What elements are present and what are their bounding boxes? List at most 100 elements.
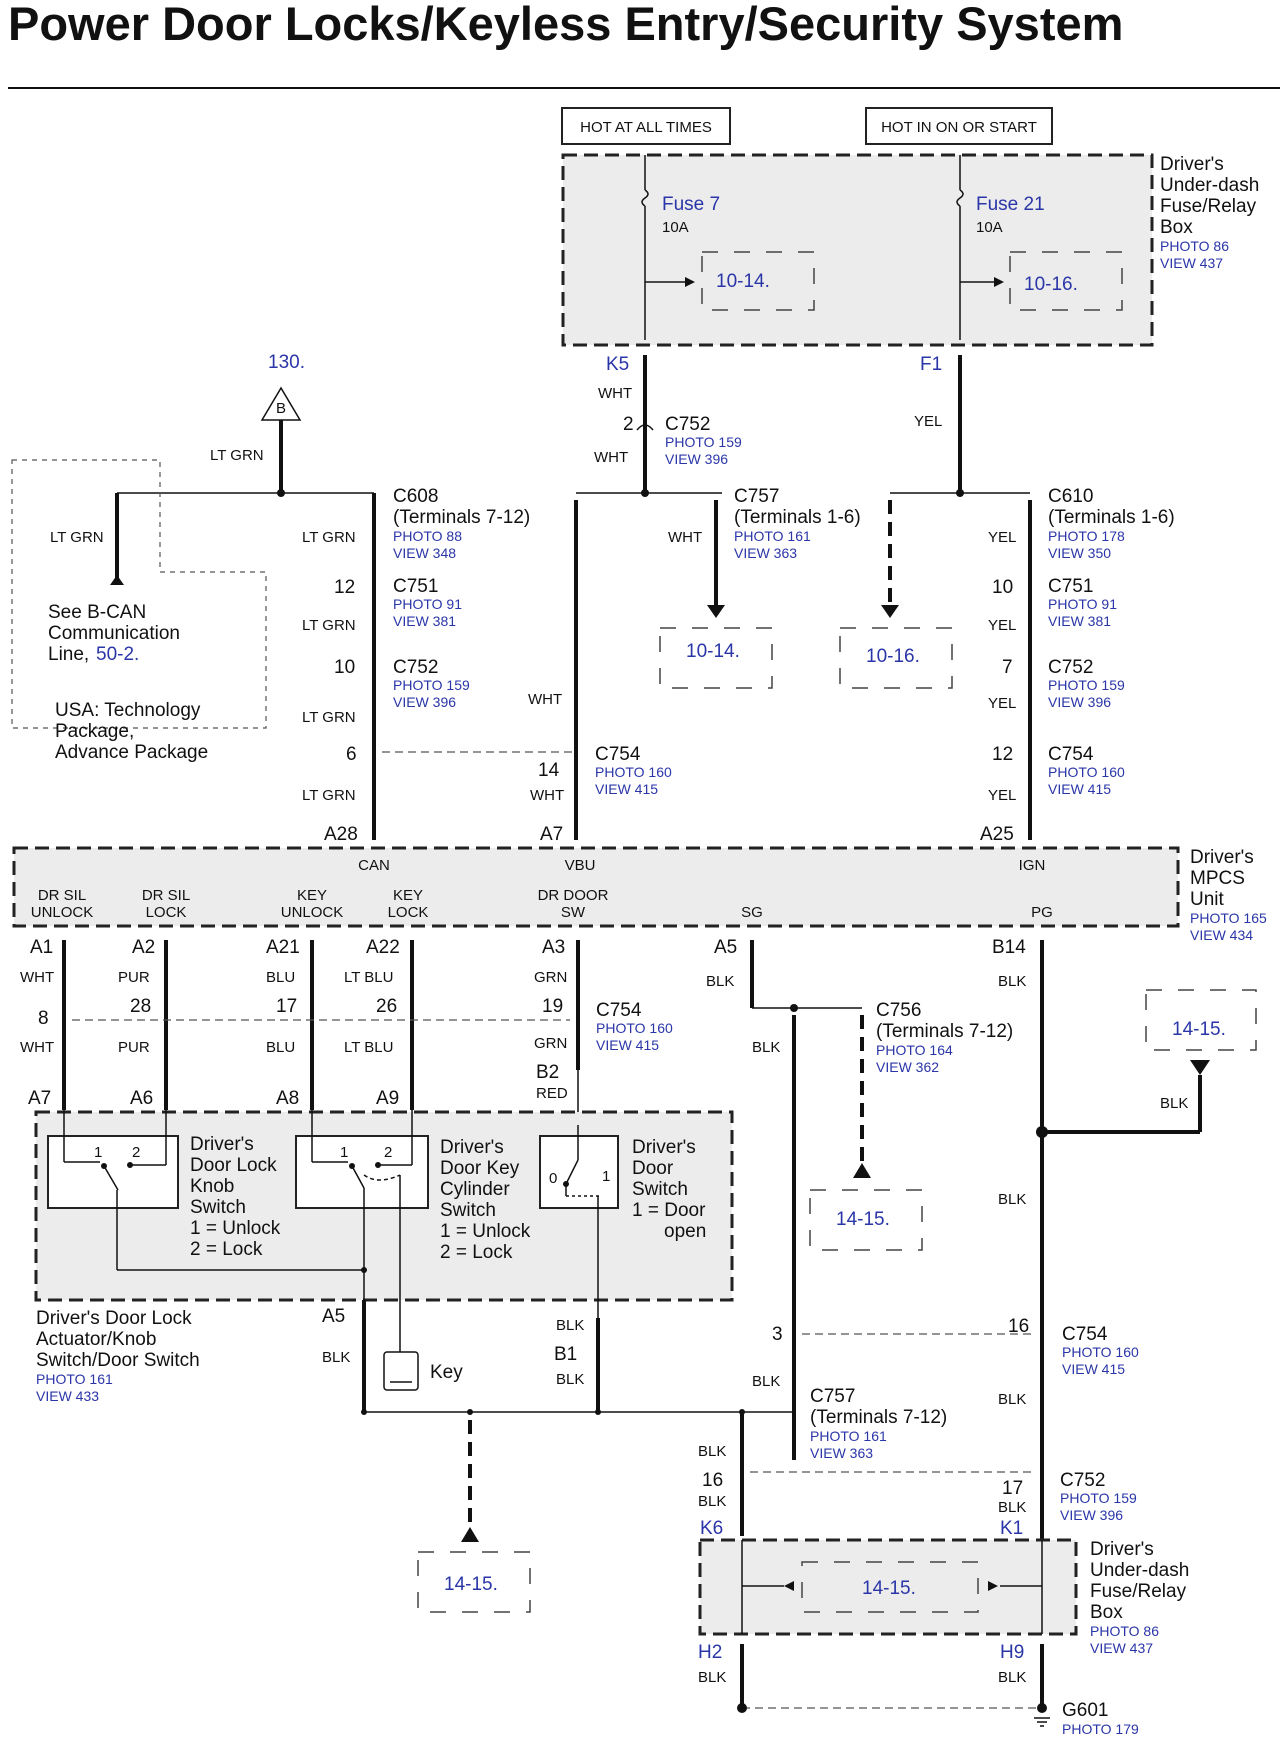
c752-top-view: VIEW 396 xyxy=(665,451,728,467)
svg-text:PHOTO 161: PHOTO 161 xyxy=(734,528,811,544)
c754-mid-terms: 8 28 17 26 19 xyxy=(38,996,563,1029)
c752-l-label: C752 PHOTO 159 VIEW 396 xyxy=(393,657,470,710)
svg-text:(Terminals 7-12): (Terminals 7-12) xyxy=(810,1407,947,1428)
svg-text:Line,: Line, xyxy=(48,644,89,665)
svg-text:C757: C757 xyxy=(810,1386,855,1407)
svg-text:Actuator/Knob: Actuator/Knob xyxy=(36,1329,156,1350)
c757-arrow xyxy=(707,605,725,618)
ref-box-right xyxy=(1145,989,1257,1051)
svg-text:DR SIL: DR SIL xyxy=(142,887,190,904)
svg-text:KEY: KEY xyxy=(297,887,327,904)
svg-text:C751: C751 xyxy=(393,576,438,597)
sg-wire-color: BLK xyxy=(752,1039,780,1056)
svg-text:C752: C752 xyxy=(393,657,438,678)
ref-right-arrow xyxy=(1190,1060,1210,1075)
svg-text:PHOTO 160: PHOTO 160 xyxy=(596,1020,673,1036)
svg-text:VIEW 396: VIEW 396 xyxy=(393,694,456,710)
a5-blk: BLK xyxy=(322,1349,350,1366)
svg-text:UNLOCK: UNLOCK xyxy=(281,904,344,921)
fuse7-symbol xyxy=(641,189,649,207)
svg-text:PHOTO 91: PHOTO 91 xyxy=(1048,596,1117,612)
bottom-box-right-arrow xyxy=(988,1581,998,1591)
svg-text:Driver's Door Lock: Driver's Door Lock xyxy=(36,1308,192,1329)
fuse21-arrow xyxy=(994,277,1004,287)
svg-text:Package,: Package, xyxy=(55,721,134,742)
bcan-page-ref[interactable]: 130. xyxy=(268,352,305,373)
bcan-note-ref[interactable]: 50-2. xyxy=(96,644,139,665)
hot-in-on-box xyxy=(865,107,1053,145)
svg-text:C751: C751 xyxy=(1048,576,1093,597)
svg-text:Driver's: Driver's xyxy=(632,1137,696,1158)
bcan-left-wire-color: LT GRN xyxy=(50,529,104,546)
ref-box-10-16-mid xyxy=(839,627,953,689)
fusebox-bottom-label: Driver's Under-dash Fuse/Relay Box PHOTO… xyxy=(1090,1539,1189,1656)
wire-ltgrn-4: LT GRN xyxy=(302,787,356,804)
c751-r-label: C751 PHOTO 91 VIEW 381 xyxy=(1048,576,1117,629)
svg-text:C608: C608 xyxy=(393,486,438,507)
c756-arrow xyxy=(853,1163,871,1178)
fusebox-top-label: Driver's Under-dash Fuse/Relay Box PHOTO… xyxy=(1160,154,1259,271)
svg-text:28: 28 xyxy=(130,996,151,1017)
c752-top-symbol xyxy=(636,424,654,431)
svg-text:VIEW 415: VIEW 415 xyxy=(1048,781,1111,797)
knob-blade xyxy=(103,1165,119,1191)
ground-ref-left[interactable]: 14-15. xyxy=(444,1574,498,1595)
c754-topr-label: C754 PHOTO 160 VIEW 415 xyxy=(1048,744,1125,797)
svg-text:C752: C752 xyxy=(1048,657,1093,678)
wht-junction xyxy=(641,489,649,497)
svg-text:Under-dash: Under-dash xyxy=(1090,1560,1189,1581)
lower-wire-colors: WHT PUR BLU LT BLU GRN BLK BLK WHT PUR B… xyxy=(20,969,1026,1056)
svg-text:Knob: Knob xyxy=(190,1176,234,1197)
svg-text:GRN: GRN xyxy=(534,1035,567,1052)
svg-text:VIEW 381: VIEW 381 xyxy=(1048,613,1111,629)
key-icon xyxy=(383,1351,419,1391)
svg-text:PHOTO 165: PHOTO 165 xyxy=(1190,910,1267,926)
svg-text:VIEW 348: VIEW 348 xyxy=(393,545,456,561)
svg-text:BLU: BLU xyxy=(266,1039,295,1056)
svg-text:CAN: CAN xyxy=(358,857,390,874)
svg-text:PUR: PUR xyxy=(118,969,150,986)
svg-text:VIEW 415: VIEW 415 xyxy=(595,781,658,797)
c752b-t16: 16 xyxy=(702,1470,723,1491)
c757b-label: C757 (Terminals 7-12) PHOTO 161 VIEW 363 xyxy=(810,1386,947,1461)
svg-text:IGN: IGN xyxy=(1019,857,1046,874)
knob-contact-dot xyxy=(127,1162,133,1168)
pin-k6: K6 xyxy=(700,1518,723,1539)
svg-text:Door: Door xyxy=(632,1158,674,1179)
k6-blk-2: BLK xyxy=(698,1493,726,1510)
svg-text:A6: A6 xyxy=(130,1088,153,1109)
door-sw-blade xyxy=(565,1159,579,1185)
svg-text:VIEW 396: VIEW 396 xyxy=(1048,694,1111,710)
knob-switch-box xyxy=(47,1135,179,1209)
svg-text:BLK: BLK xyxy=(706,973,734,990)
c757a-ref[interactable]: 10-14. xyxy=(686,641,740,662)
c752-top-name: C752 xyxy=(665,414,710,435)
fuse7-ref[interactable]: 10-14. xyxy=(716,271,770,292)
fuse7-arrow xyxy=(685,277,695,287)
c754-mid-label: C754 PHOTO 160 VIEW 415 B2 RED xyxy=(536,1000,673,1102)
svg-text:Driver's: Driver's xyxy=(190,1134,254,1155)
bottom-box-left-arrow xyxy=(784,1581,794,1591)
fuse7-label: Fuse 7 xyxy=(662,194,720,215)
ground-ref-box[interactable]: 14-15. xyxy=(862,1578,916,1599)
c754b-t16: 16 xyxy=(1008,1316,1029,1337)
svg-text:VIEW 433: VIEW 433 xyxy=(36,1388,99,1404)
c610-ref[interactable]: 10-16. xyxy=(866,646,920,667)
svg-text:LOCK: LOCK xyxy=(388,904,429,921)
svg-text:Switch/Door Switch: Switch/Door Switch xyxy=(36,1350,200,1371)
c757a-wire: WHT xyxy=(668,529,702,546)
fuse21-ref[interactable]: 10-16. xyxy=(1024,274,1078,295)
svg-text:VIEW 363: VIEW 363 xyxy=(734,545,797,561)
svg-text:VIEW 437: VIEW 437 xyxy=(1160,255,1223,271)
c752-top-term: 2 xyxy=(623,414,634,435)
c756-ref[interactable]: 14-15. xyxy=(836,1209,890,1230)
cyl-pivot xyxy=(349,1163,355,1169)
svg-text:Switch: Switch xyxy=(440,1200,496,1221)
door-sw-term-1: 1 xyxy=(602,1168,610,1185)
page-title: Power Door Locks/Keyless Entry/Security … xyxy=(8,0,1123,50)
knob-switch-label: Driver's Door Lock Knob Switch 1 = Unloc… xyxy=(190,1134,281,1260)
ref-right[interactable]: 14-15. xyxy=(1172,1019,1226,1040)
yel-junction xyxy=(956,489,964,497)
svg-text:Cylinder: Cylinder xyxy=(440,1179,510,1200)
svg-text:RED: RED xyxy=(536,1085,568,1102)
